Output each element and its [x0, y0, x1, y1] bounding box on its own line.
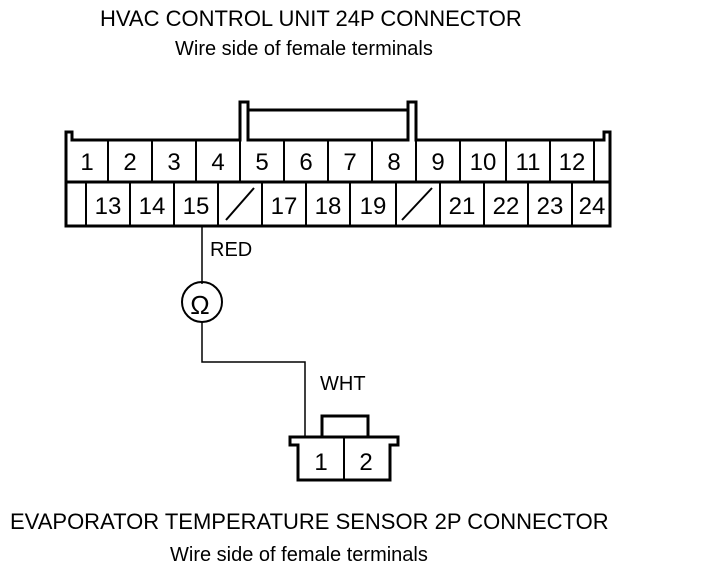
- pin-23: 23: [537, 193, 564, 220]
- top-connector-subtitle: Wire side of female terminals: [175, 38, 433, 60]
- bottom-pin-2: 2: [359, 449, 372, 476]
- pin-10: 10: [470, 149, 497, 176]
- pin-7: 7: [343, 149, 356, 176]
- pin-13: 13: [95, 193, 122, 220]
- pin-11: 11: [516, 149, 541, 176]
- red-wire-label: RED: [210, 239, 252, 261]
- pin-1: 1: [80, 149, 93, 176]
- bottom-pin-1: 1: [314, 449, 327, 476]
- top-connector-body: [64, 100, 612, 228]
- pin-5: 5: [255, 149, 268, 176]
- wht-wire-label: WHT: [320, 373, 366, 395]
- pin-2: 2: [123, 149, 136, 176]
- empty-pin-16-slash: [225, 187, 255, 221]
- empty-pin-20-slash: [401, 187, 433, 221]
- pin-24: 24: [579, 193, 606, 220]
- pin-6: 6: [299, 149, 312, 176]
- ohm-symbol: Ω: [190, 290, 209, 320]
- pin-22: 22: [493, 193, 520, 220]
- pin-19: 19: [360, 193, 387, 220]
- bottom-connector-title: EVAPORATOR TEMPERATURE SENSOR 2P CONNECT…: [10, 509, 609, 534]
- bottom-connector-latch: [320, 414, 370, 437]
- pin-12: 12: [559, 149, 586, 176]
- pin-14: 14: [139, 193, 166, 220]
- pin-21: 21: [449, 193, 476, 220]
- top-connector-title: HVAC CONTROL UNIT 24P CONNECTOR: [100, 6, 522, 31]
- bottom-connector-subtitle: Wire side of female terminals: [170, 544, 428, 566]
- wht-wire: [201, 322, 306, 437]
- pin-18: 18: [315, 193, 342, 220]
- pin-9: 9: [431, 149, 444, 176]
- pin-3: 3: [167, 149, 180, 176]
- pin-15: 15: [183, 193, 210, 220]
- pin-8: 8: [387, 149, 400, 176]
- pin-4: 4: [211, 149, 224, 176]
- pin-17: 17: [271, 193, 298, 220]
